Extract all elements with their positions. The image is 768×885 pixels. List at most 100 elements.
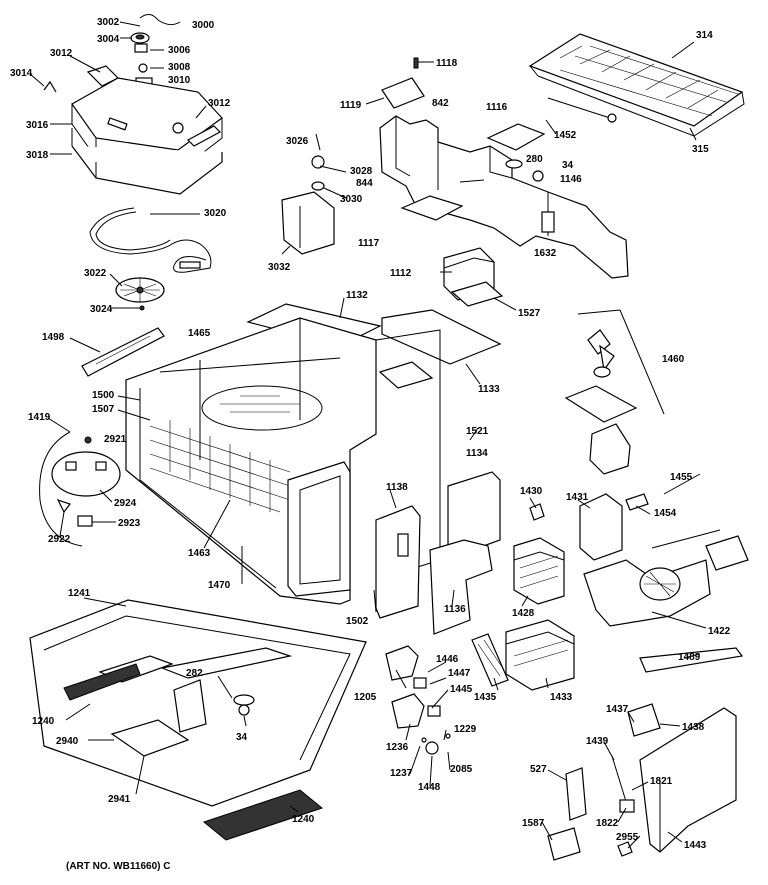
- part-label: 1138: [386, 482, 408, 493]
- part-label: 2085: [450, 764, 473, 775]
- part-label: 1498: [42, 332, 65, 343]
- part-label: 1133: [478, 384, 500, 395]
- oven-cavity: [125, 317, 441, 605]
- part-label: 2941: [108, 794, 131, 805]
- part-label: 1489: [678, 652, 701, 663]
- stirrer-fan-blade: [115, 277, 165, 311]
- part-label: 1132: [346, 290, 368, 301]
- part-label: 3008: [168, 62, 191, 73]
- part-label: 1134: [466, 448, 488, 459]
- part-label: 1438: [682, 722, 705, 733]
- part-label: 1821: [650, 776, 673, 787]
- part-label: 527: [530, 764, 547, 775]
- part-label: 314: [696, 30, 713, 41]
- fan-motor-assembly: [564, 309, 665, 475]
- part-label: 1470: [208, 580, 231, 591]
- door-switch-assembly: [39, 431, 121, 547]
- part-label: 3002: [97, 17, 120, 28]
- part-label: 315: [692, 144, 709, 155]
- blower-assembly: [579, 493, 749, 627]
- part-label: 1116: [486, 102, 508, 113]
- part-label: 1502: [346, 616, 369, 627]
- part-label: 1422: [708, 626, 731, 637]
- interlock-switches: [385, 645, 451, 755]
- part-label: 2921: [104, 434, 127, 445]
- part-label: 1205: [354, 692, 377, 703]
- part-label: 1443: [684, 840, 707, 851]
- part-label: 1465: [188, 328, 211, 339]
- transformer: [471, 619, 575, 691]
- part-label: 1237: [390, 768, 413, 779]
- part-label: 3028: [350, 166, 373, 177]
- stirrer-cover-assembly: [43, 14, 223, 195]
- part-label: 1452: [554, 130, 577, 141]
- part-label: 1241: [68, 588, 91, 599]
- part-label: 3014: [10, 68, 33, 79]
- part-label: 1236: [386, 742, 409, 753]
- control-bracket-assembly: [379, 57, 629, 279]
- part-label: 1445: [450, 684, 473, 695]
- part-label: 3010: [168, 75, 191, 86]
- part-label: 282: [186, 668, 203, 679]
- part-label: 1587: [522, 818, 545, 829]
- door-latch-bar: [81, 327, 165, 377]
- part-label: 1463: [188, 548, 211, 559]
- heater-element: [89, 207, 212, 273]
- part-label: 2940: [56, 736, 79, 747]
- part-label: 1448: [418, 782, 441, 793]
- part-label: 1117: [358, 238, 380, 249]
- part-label: 1447: [448, 668, 471, 679]
- part-label: 3020: [204, 208, 227, 219]
- part-label: 1507: [92, 404, 115, 415]
- part-label: 3012: [50, 48, 73, 59]
- part-label: 1431: [566, 492, 589, 503]
- part-label: 3016: [26, 120, 49, 131]
- part-label: 3032: [268, 262, 291, 273]
- part-label: 1632: [534, 248, 557, 259]
- part-label: 3004: [97, 34, 120, 45]
- part-label: 1460: [662, 354, 685, 365]
- bottom-grille: [29, 599, 367, 841]
- part-label: 1229: [454, 724, 477, 735]
- part-label: 3026: [286, 136, 309, 147]
- part-label: 1240: [32, 716, 55, 727]
- part-label: 1430: [520, 486, 543, 497]
- part-label: 1527: [518, 308, 541, 319]
- part-label: 1455: [670, 472, 693, 483]
- part-label: 1446: [436, 654, 459, 665]
- part-label: 1118: [436, 58, 458, 69]
- part-label: 3000: [192, 20, 215, 31]
- part-label: 1136: [444, 604, 466, 615]
- oven-rack: [528, 33, 745, 137]
- leader-lines: [29, 21, 707, 849]
- part-label: 844: [356, 178, 373, 189]
- part-label: 34: [562, 160, 574, 171]
- part-label: 1437: [606, 704, 629, 715]
- part-label: 1240: [292, 814, 315, 825]
- part-label: 1428: [512, 608, 535, 619]
- part-label: 842: [432, 98, 449, 109]
- part-label: 1433: [550, 692, 573, 703]
- part-label: 1454: [654, 508, 677, 519]
- part-label: 2955: [616, 832, 639, 843]
- part-label: 1112: [390, 268, 412, 279]
- part-number-labels: 3002 3000 3004 3006 3012 3008 3010 3014 …: [10, 17, 731, 851]
- interlock-parts: [281, 133, 504, 307]
- part-label: 1146: [560, 174, 582, 185]
- side-panels: [375, 471, 501, 635]
- part-label: 1521: [466, 426, 489, 437]
- part-label: 3012: [208, 98, 231, 109]
- part-label: 3018: [26, 150, 49, 161]
- part-label: 1439: [586, 736, 609, 747]
- part-label: 1435: [474, 692, 497, 703]
- part-label: 3006: [168, 45, 191, 56]
- rear-brackets: [547, 647, 744, 861]
- part-label: 1822: [596, 818, 619, 829]
- part-label: 1119: [340, 100, 362, 111]
- part-label: 1500: [92, 390, 115, 401]
- part-label: 2923: [118, 518, 141, 529]
- art-number-caption: (ART NO. WB11660) C: [66, 861, 171, 872]
- part-label: 2924: [114, 498, 137, 509]
- part-label: 3022: [84, 268, 107, 279]
